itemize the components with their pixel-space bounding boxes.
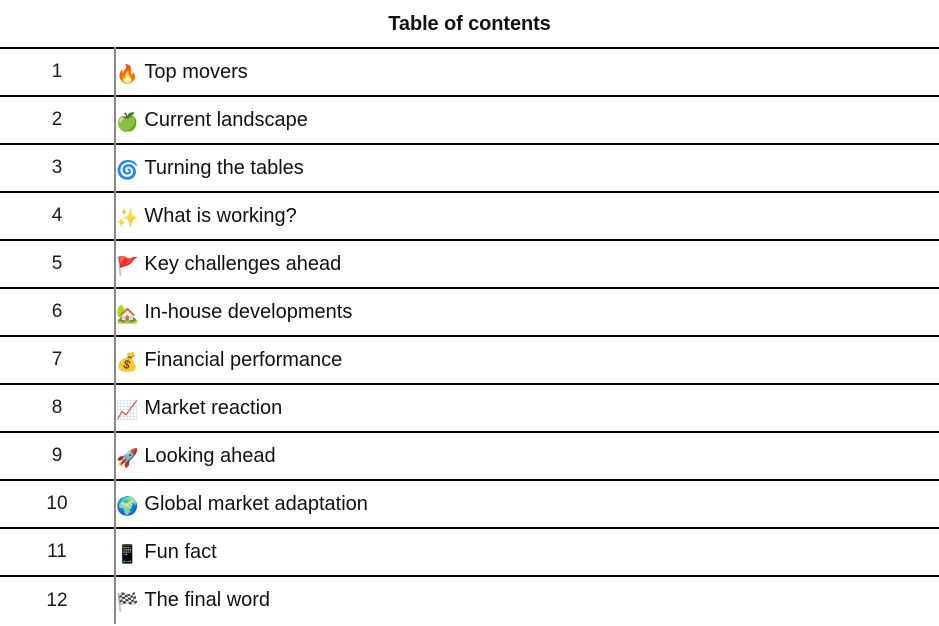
row-section-cell[interactable]: 💰Financial performance (115, 335, 939, 384)
row-label: Turning the tables (144, 156, 304, 179)
cyclone-emoji: 🌀 (116, 159, 139, 181)
row-number: 7 (0, 335, 116, 384)
table-row[interactable]: 7💰Financial performance (0, 335, 939, 384)
table-row[interactable]: 11📱Fun fact (0, 527, 939, 576)
row-section-cell[interactable]: 🚀Looking ahead (115, 431, 939, 480)
row-number: 12 (0, 575, 116, 624)
row-section-cell[interactable]: ✨What is working? (115, 191, 939, 240)
row-section-cell[interactable]: 🚩Key challenges ahead (115, 239, 939, 288)
row-section-cell[interactable]: 📈Market reaction (115, 383, 939, 432)
table-row[interactable]: 5🚩Key challenges ahead (0, 239, 939, 288)
row-section-cell[interactable]: 🏁The final word (115, 575, 939, 624)
row-section-cell[interactable]: 🌀Turning the tables (115, 143, 939, 192)
row-number: 2 (0, 95, 116, 144)
fire-emoji: 🔥 (116, 63, 139, 85)
row-label: Key challenges ahead (144, 252, 342, 275)
table-row[interactable]: 1🔥Top movers (0, 47, 939, 96)
row-section-cell[interactable]: 🏡In-house developments (115, 287, 939, 336)
chart-increasing-emoji: 📈 (116, 399, 139, 421)
row-number: 11 (0, 527, 116, 576)
row-number: 8 (0, 383, 116, 432)
table-row[interactable]: 3🌀Turning the tables (0, 143, 939, 192)
row-section-cell[interactable]: 🍏Current landscape (115, 95, 939, 144)
row-label: Financial performance (144, 348, 343, 371)
rocket-emoji: 🚀 (116, 447, 139, 469)
table-row[interactable]: 8📈Market reaction (0, 383, 939, 432)
row-label: Top movers (144, 60, 248, 83)
table-row[interactable]: 2🍏Current landscape (0, 95, 939, 144)
chequered-flag-emoji: 🏁 (116, 592, 139, 613)
sparkles-emoji: ✨ (116, 207, 139, 229)
row-number: 3 (0, 143, 116, 192)
row-label: Market reaction (144, 396, 283, 419)
row-section-cell[interactable]: 🔥Top movers (115, 47, 939, 96)
page-title: Table of contents (388, 13, 551, 35)
row-section-cell[interactable]: 🌍Global market adaptation (115, 479, 939, 528)
house-with-garden-emoji: 🏡 (116, 303, 139, 325)
row-number: 5 (0, 239, 116, 288)
mobile-phone-emoji: 📱 (116, 543, 139, 565)
row-label: What is working? (144, 204, 297, 227)
row-number: 4 (0, 191, 116, 240)
row-label: The final word (144, 589, 271, 611)
row-label: Fun fact (144, 540, 217, 563)
table-row[interactable]: 12🏁The final word (0, 575, 939, 624)
globe-europe-africa-emoji: 🌍 (116, 495, 139, 517)
row-label: Global market adaptation (144, 492, 368, 515)
table-row[interactable]: 9🚀Looking ahead (0, 431, 939, 480)
table-row[interactable]: 10🌍Global market adaptation (0, 479, 939, 528)
row-label: In-house developments (144, 300, 353, 323)
row-number: 10 (0, 479, 116, 528)
table-row[interactable]: 6🏡In-house developments (0, 287, 939, 336)
row-number: 6 (0, 287, 116, 336)
row-number: 9 (0, 431, 116, 480)
table-row[interactable]: 4✨What is working? (0, 191, 939, 240)
money-bag-emoji: 💰 (116, 351, 139, 373)
row-section-cell[interactable]: 📱Fun fact (115, 527, 939, 576)
row-label: Current landscape (144, 108, 308, 131)
row-label: Looking ahead (144, 444, 276, 467)
row-number: 1 (0, 47, 116, 96)
green-apple-emoji: 🍏 (116, 111, 139, 133)
triangular-flag-emoji: 🚩 (116, 255, 139, 277)
